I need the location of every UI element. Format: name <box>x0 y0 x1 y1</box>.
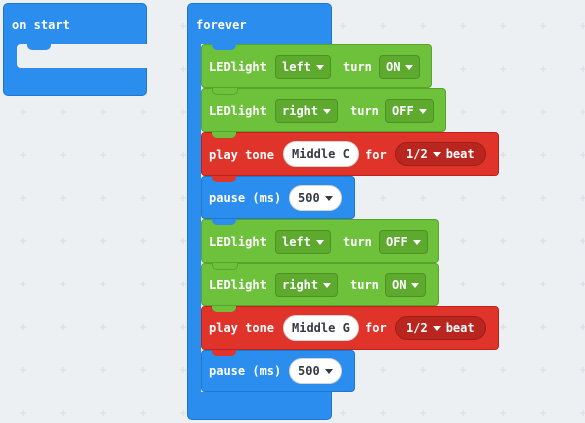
play-tone-label: play tone <box>209 148 275 162</box>
ledlight-label: LEDlight <box>209 278 267 292</box>
chevron-down-icon <box>323 282 332 288</box>
chevron-down-icon <box>412 239 421 245</box>
turn-label: turn <box>350 104 379 118</box>
ledlight-label: LEDlight <box>209 235 267 249</box>
ledlight-block[interactable]: LEDlight right turn ON <box>201 263 439 306</box>
beat-value: 1/2 <box>406 147 428 161</box>
note-value: Middle C <box>292 147 350 161</box>
chevron-down-icon <box>324 368 333 374</box>
led-side-dropdown[interactable]: left <box>275 230 331 254</box>
led-state-value: ON <box>386 60 401 74</box>
led-side-dropdown[interactable]: right <box>275 273 339 297</box>
chevron-down-icon <box>418 108 427 114</box>
led-side-dropdown[interactable]: left <box>275 55 331 79</box>
block-notch <box>212 176 236 182</box>
chevron-down-icon <box>432 151 441 157</box>
block-notch <box>212 88 238 95</box>
chevron-down-icon <box>432 325 441 331</box>
block-notch <box>212 350 236 356</box>
block-notch <box>212 219 236 225</box>
for-label: for <box>365 148 387 162</box>
chevron-down-icon <box>315 64 324 70</box>
block-notch <box>212 44 236 50</box>
chevron-down-icon <box>315 239 324 245</box>
beat-dropdown[interactable]: 1/2 beat <box>395 316 486 340</box>
ledlight-label: LEDlight <box>209 60 267 74</box>
ledlight-block[interactable]: LEDlight left turn OFF <box>201 219 439 263</box>
beat-dropdown[interactable]: 1/2 beat <box>395 142 486 166</box>
play-tone-block[interactable]: play tone Middle G for 1/2 beat <box>201 306 499 350</box>
for-label: for <box>365 321 387 335</box>
block-notch <box>212 306 236 312</box>
ledlight-label: LEDlight <box>209 104 267 118</box>
ledlight-block[interactable]: LEDlight left turn ON <box>201 44 432 88</box>
led-state-dropdown[interactable]: OFF <box>379 230 428 254</box>
on-start-slot-notch <box>27 44 51 50</box>
chevron-down-icon <box>324 195 333 201</box>
forever-label: forever <box>196 18 247 32</box>
pause-block[interactable]: pause (ms) 500 <box>201 350 355 392</box>
note-value: Middle G <box>292 321 350 335</box>
beat-unit: beat <box>445 147 475 161</box>
note-value-field[interactable]: Middle G <box>283 315 359 341</box>
pause-value-field[interactable]: 500 <box>289 358 342 384</box>
chevron-down-icon <box>323 108 332 114</box>
play-tone-label: play tone <box>209 321 275 335</box>
block-notch <box>211 392 235 398</box>
pause-value-field[interactable]: 500 <box>289 185 342 211</box>
led-side-value: left <box>282 60 311 74</box>
chevron-down-icon <box>405 64 414 70</box>
pause-label: pause (ms) <box>209 364 282 378</box>
led-state-dropdown[interactable]: ON <box>385 273 427 297</box>
led-state-dropdown[interactable]: ON <box>379 55 421 79</box>
pause-value: 500 <box>298 191 320 205</box>
beat-unit: beat <box>445 321 475 335</box>
led-side-dropdown[interactable]: right <box>275 99 339 123</box>
led-state-value: ON <box>392 278 407 292</box>
led-side-value: right <box>282 278 319 292</box>
turn-label: turn <box>343 60 372 74</box>
block-notch <box>212 263 238 270</box>
block-notch <box>212 132 236 138</box>
led-state-value: OFF <box>392 104 414 118</box>
led-state-dropdown[interactable]: OFF <box>385 99 434 123</box>
turn-label: turn <box>350 278 379 292</box>
pause-value: 500 <box>298 364 320 378</box>
led-side-value: right <box>282 104 319 118</box>
turn-label: turn <box>343 235 372 249</box>
on-start-label: on start <box>12 18 70 32</box>
chevron-down-icon <box>411 282 420 288</box>
play-tone-block[interactable]: play tone Middle C for 1/2 beat <box>201 132 499 176</box>
pause-block[interactable]: pause (ms) 500 <box>201 176 355 219</box>
led-side-value: left <box>282 235 311 249</box>
pause-label: pause (ms) <box>209 191 282 205</box>
led-state-value: OFF <box>386 235 408 249</box>
ledlight-block[interactable]: LEDlight right turn OFF <box>201 88 446 132</box>
note-value-field[interactable]: Middle C <box>283 141 359 167</box>
beat-value: 1/2 <box>406 321 428 335</box>
